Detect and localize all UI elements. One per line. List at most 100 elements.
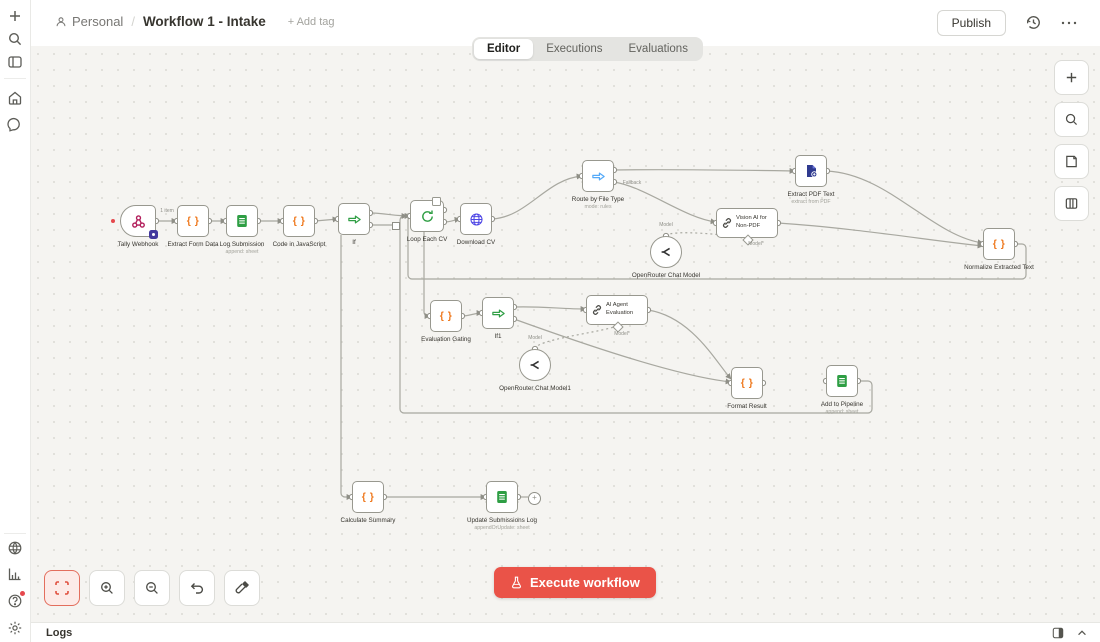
node-if1[interactable] (482, 297, 514, 329)
node-normalize-extracted-text[interactable]: { } (983, 228, 1015, 260)
workflow-title[interactable]: Workflow 1 - Intake (142, 14, 266, 29)
history-icon[interactable] (1025, 14, 1042, 31)
plus-endpoint[interactable]: + (528, 492, 541, 505)
node-extract-pdf-text[interactable] (795, 155, 827, 187)
connection-label: Fallback (622, 180, 642, 186)
connection-route-to-vision[interactable] (613, 181, 717, 225)
stub-square (392, 222, 400, 230)
chat-icon[interactable] (7, 117, 23, 133)
connection-download-to-route[interactable] (491, 173, 583, 220)
add-tag-button[interactable]: + Add tag (287, 15, 335, 28)
connection-pipeline-loopback[interactable] (399, 213, 873, 414)
zoom-out-button[interactable] (134, 570, 170, 606)
logs-bar[interactable]: Logs (30, 622, 1100, 642)
node-vision-ai-for-non-pdf[interactable]: Vision AI for Non-PDF (716, 208, 778, 238)
pdf-icon (804, 164, 818, 178)
openrouter-icon (529, 359, 541, 371)
flask-icon (512, 576, 521, 589)
add-node-button[interactable] (1054, 60, 1089, 95)
node-evaluation-gating[interactable]: { } (430, 300, 462, 332)
node-extract-form-data[interactable]: { } (177, 205, 209, 237)
open-logs-panel-icon[interactable] (1052, 627, 1064, 639)
undo-button[interactable] (179, 570, 215, 606)
collapse-sidebar-icon[interactable] (7, 54, 23, 70)
sticky-note-button[interactable] (1054, 144, 1089, 179)
openrouter-icon (660, 246, 672, 258)
loop-icon (420, 209, 435, 224)
node-add-to-pipeline[interactable] (826, 365, 858, 397)
connection-if1-false-to-format[interactable] (513, 318, 732, 385)
person-icon (56, 16, 66, 26)
help-notification-badge (20, 591, 25, 596)
connection-vision-to-normalize[interactable] (777, 222, 984, 249)
node-download-cv[interactable] (460, 203, 492, 235)
breadcrumb-project[interactable]: Personal (55, 14, 123, 29)
zoom-in-button[interactable] (89, 570, 125, 606)
code-icon: { } (740, 377, 754, 389)
node-loop-each-cv[interactable] (410, 197, 444, 232)
node-update-submissions-log[interactable] (486, 481, 518, 513)
sheets-icon (835, 374, 849, 388)
connection-agent-to-format[interactable] (647, 309, 732, 380)
help-icon[interactable] (7, 591, 25, 609)
left-sidebar (0, 0, 31, 642)
code-icon: { } (186, 215, 200, 227)
breadcrumb: Personal / Workflow 1 - Intake + Add tag (55, 14, 335, 29)
node-tally-webhook[interactable] (120, 205, 158, 239)
tab-evaluations[interactable]: Evaluations (628, 43, 688, 55)
connection-model-to-vision[interactable] (665, 232, 744, 239)
node-openrouter-chat-model1[interactable] (519, 349, 551, 381)
tab-executions[interactable]: Executions (546, 43, 603, 55)
canvas-search-button[interactable] (1054, 102, 1089, 137)
error-dot (111, 219, 115, 223)
node-inner-label: AI Agent Evaluation (606, 302, 634, 316)
connection-branch-to-calculate[interactable] (340, 235, 353, 500)
node-openrouter-chat-model[interactable] (650, 236, 682, 268)
connection-model1-to-agent[interactable] (534, 326, 615, 350)
settings-icon[interactable] (7, 620, 23, 636)
connection-if1-to-agent[interactable] (513, 305, 587, 312)
view-tabs: Editor Executions Evaluations (472, 37, 703, 61)
connection-code-to-if[interactable] (314, 216, 339, 223)
if-icon (491, 306, 506, 321)
globe-icon (469, 212, 484, 227)
more-menu-icon[interactable] (1060, 16, 1078, 30)
code-icon: { } (992, 238, 1006, 250)
execute-workflow-button[interactable]: Execute workflow (494, 567, 656, 598)
node-if[interactable] (338, 203, 370, 235)
node-code-in-javascript[interactable]: { } (283, 205, 315, 237)
pinned-data-badge (149, 230, 158, 239)
layout-panel-button[interactable] (1054, 186, 1089, 221)
connection-pdf-to-normalize[interactable] (826, 170, 984, 246)
switch-icon (591, 169, 606, 184)
node-route-by-file-type[interactable] (582, 160, 614, 192)
connection-label: Model (528, 335, 542, 341)
publish-button[interactable]: Publish (936, 10, 1006, 36)
connection-route-to-pdf[interactable] (613, 167, 796, 174)
sheets-icon (495, 490, 509, 504)
expand-logs-chevron-icon[interactable] (1076, 627, 1088, 639)
node-calculate-summary[interactable]: { } (352, 481, 384, 513)
code-icon: { } (292, 215, 306, 227)
canvas-controls (44, 570, 260, 606)
new-workflow-icon[interactable] (7, 8, 23, 24)
insights-icon[interactable] (7, 566, 23, 582)
tab-editor[interactable]: Editor (474, 39, 534, 59)
sidebar-divider (4, 78, 26, 79)
connections-svg (152, 166, 1027, 501)
tidy-up-button[interactable] (224, 570, 260, 606)
connection-label: Model (659, 222, 673, 228)
node-log-submission[interactable] (226, 205, 258, 237)
templates-icon[interactable] (7, 540, 23, 556)
node-format-result[interactable]: { } (731, 367, 763, 399)
fit-view-button[interactable] (44, 570, 80, 606)
if-icon (347, 212, 362, 227)
execute-workflow-label: Execute workflow (530, 575, 640, 590)
home-icon[interactable] (7, 90, 23, 106)
connection-label: Model* (748, 241, 764, 247)
search-icon[interactable] (7, 31, 23, 47)
webhook-icon (131, 214, 146, 229)
code-icon: { } (439, 310, 453, 322)
